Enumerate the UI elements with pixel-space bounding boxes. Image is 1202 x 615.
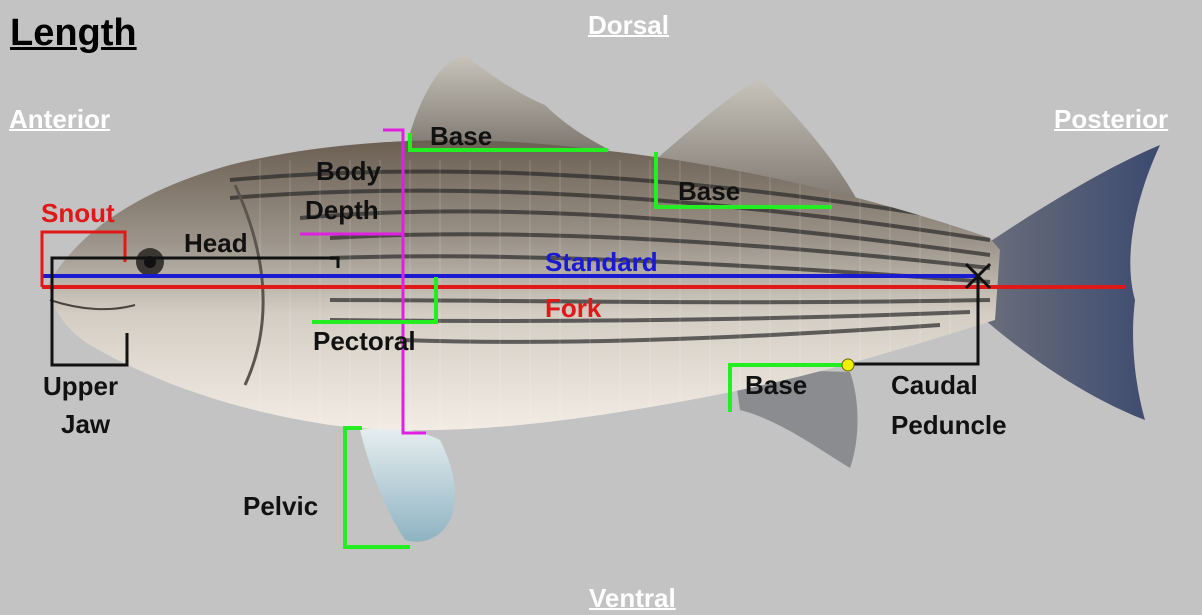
snout-label: Snout	[41, 200, 115, 226]
pelvic-label: Pelvic	[243, 493, 318, 519]
diagram-title: Length	[10, 14, 137, 52]
caudal-peduncle-label-line2: Peduncle	[891, 412, 1007, 438]
body-depth-label-line2: Depth	[305, 197, 379, 223]
posterior-label: Posterior	[1054, 106, 1168, 132]
caudal-peduncle-marker	[842, 359, 854, 371]
body-depth-label-line1: Body	[316, 158, 381, 184]
pectoral-label: Pectoral	[313, 328, 416, 354]
anterior-label: Anterior	[9, 106, 110, 132]
standard-label: Standard	[545, 249, 658, 275]
upper-jaw-label-line1: Upper	[43, 373, 118, 399]
caudal-fin	[985, 145, 1160, 420]
head-label: Head	[184, 230, 248, 256]
fork-label: Fork	[545, 295, 601, 321]
anal-base-label: Base	[745, 372, 807, 398]
caudal-peduncle-label-line1: Caudal	[891, 372, 978, 398]
pelvic-fin	[360, 428, 455, 542]
upper-jaw-label-line2: Jaw	[61, 411, 110, 437]
ventral-label: Ventral	[589, 585, 676, 611]
dorsal-base2-label: Base	[678, 178, 740, 204]
dorsal-label: Dorsal	[588, 12, 669, 38]
dorsal-base1-label: Base	[430, 123, 492, 149]
